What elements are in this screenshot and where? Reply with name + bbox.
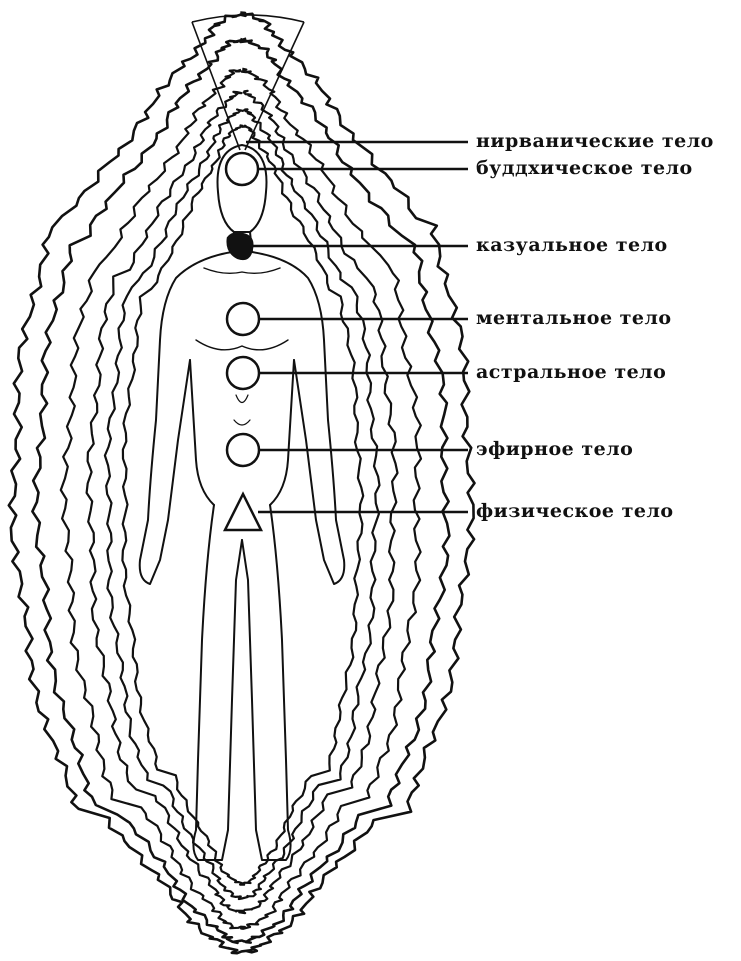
leader-lines [246,142,468,512]
nirvanic-cone-marker [192,15,304,150]
etheric-circle-marker [227,434,259,466]
mental-circle-marker [227,303,259,335]
label-mental-body: ментальное тело [476,307,672,329]
energy-markers [225,153,261,530]
astral-circle-marker [227,357,259,389]
label-nirvanic-body: нирванические тело [476,130,714,152]
label-buddhic-body: буддхическое тело [476,157,693,179]
label-physical-body: физическое тело [476,500,674,522]
label-causal-body: казуальное тело [476,234,668,256]
label-etheric-body: эфирное тело [476,438,633,460]
label-astral-body: астральное тело [476,361,666,383]
causal-blob-marker [228,234,253,259]
physical-triangle-marker [225,494,261,530]
buddhic-circle-marker [226,153,258,185]
